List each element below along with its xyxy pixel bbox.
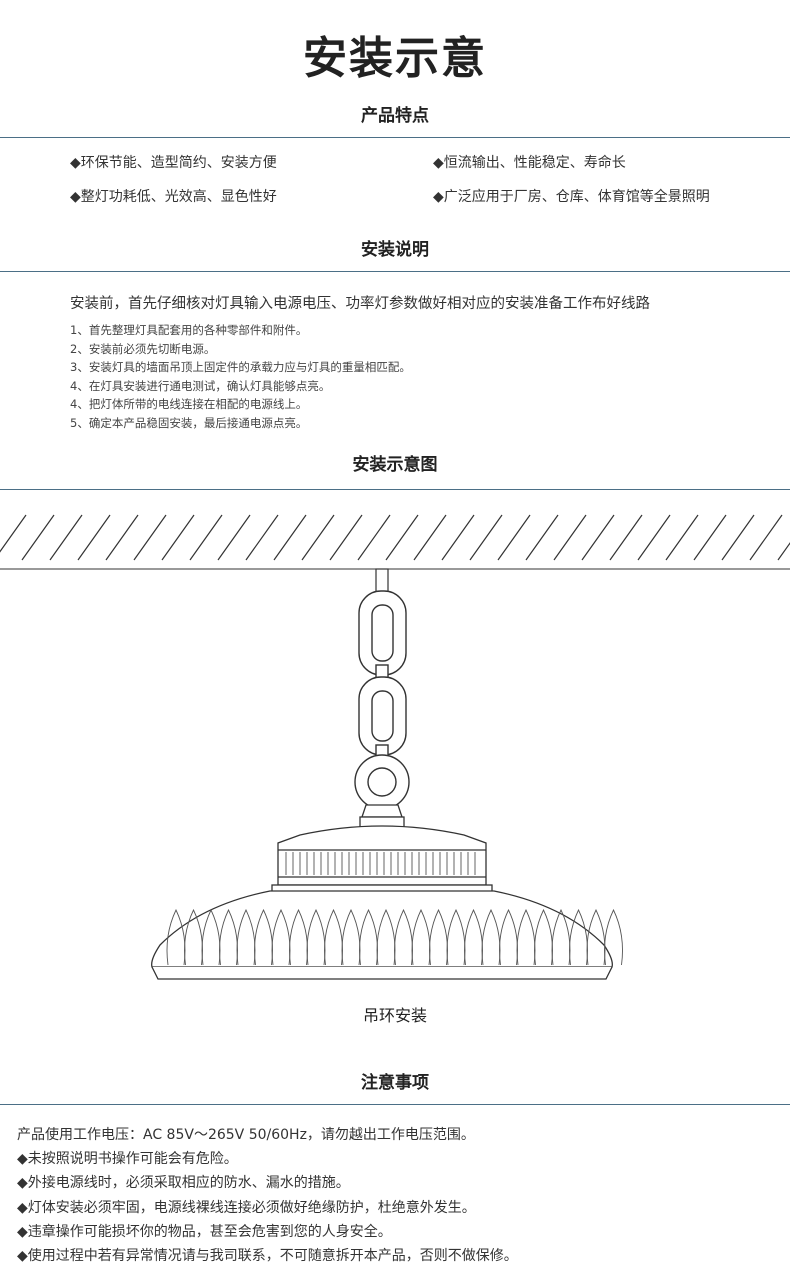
divider: [0, 271, 790, 272]
hatch-line: [413, 514, 447, 561]
instruction-step: 2、安装前必须先切断电源。: [70, 341, 216, 356]
feature-item: ◆恒流输出、性能稳定、寿命长: [433, 155, 626, 171]
hatch-line: [217, 514, 251, 561]
notes-list: 产品使用工作电压：AC 85V～265V 50/60Hz，请勿越出工作电压范围。…: [17, 1123, 518, 1268]
hatch-line: [189, 514, 223, 561]
instructions-intro: 安装前，首先仔细核对灯具输入电源电压、功率灯参数做好相对应的安装准备工作布好线路: [70, 296, 650, 312]
page-title: 安装示意: [303, 33, 487, 84]
hatch-line: [721, 514, 755, 561]
hatch-line: [77, 514, 111, 561]
instructions-heading: 安装说明: [361, 240, 429, 260]
note-item: ◆未按照说明书操作可能会有危险。: [17, 1151, 238, 1168]
chain: [354, 590, 410, 810]
hatch-line: [105, 514, 139, 561]
hatch-line: [329, 514, 363, 561]
hook-mount: [359, 804, 405, 828]
hatch-line: [665, 514, 699, 561]
hatch-line: [609, 514, 643, 561]
instruction-step: 1、首先整理灯具配套用的各种零部件和附件。: [70, 323, 308, 337]
hatch-line: [777, 542, 790, 561]
note-item: ◆灯体安装必须牢固，电源线裸线连接必须做好绝缘防护，杜绝意外发生。: [17, 1199, 476, 1216]
driver-housing: [271, 825, 493, 894]
hatch-line: [553, 514, 587, 561]
note-item: ◆外接电源线时，必须采取相应的防水、漏水的措施。: [17, 1175, 350, 1192]
hatch-line: [0, 514, 27, 553]
hatch-line: [749, 514, 783, 561]
hatch-line: [133, 514, 167, 561]
hatch-line: [441, 514, 475, 561]
hatch-line: [525, 514, 559, 561]
divider: [0, 137, 790, 138]
hatch-line: [273, 514, 307, 561]
hatch-line: [385, 514, 419, 561]
divider: [0, 489, 790, 490]
hatch-line: [693, 514, 727, 561]
hatch-line: [245, 514, 279, 561]
instruction-step: 4、在灯具安装进行通电测试，确认灯具能够点亮。: [70, 378, 331, 393]
instruction-step: 4、把灯体所带的电线连接在相配的电源线上。: [70, 397, 308, 412]
note-item: 产品使用工作电压：AC 85V～265V 50/60Hz，请勿越出工作电压范围。: [17, 1127, 475, 1143]
divider: [0, 1104, 790, 1105]
note-item: ◆使用过程中若有异常情况请与我司联系，不可随意拆开本产品，否则不做保修。: [17, 1248, 518, 1265]
feature-item: ◆整灯功耗低、光效高、显色性好: [70, 189, 277, 205]
diagram-caption: 吊环安装: [362, 1006, 427, 1025]
note-item: ◆违章操作可能损坏你的物品，甚至会危害到您的人身安全。: [17, 1223, 392, 1240]
notes-heading: 注意事项: [361, 1073, 429, 1093]
hatch-line: [21, 514, 55, 561]
hatch-line: [357, 514, 391, 561]
features-heading: 产品特点: [361, 106, 429, 126]
hatch-line: [637, 514, 671, 561]
instruction-step: 5、确定本产品稳固安装，最后接通电源点亮。: [70, 415, 308, 430]
lamp-body: [151, 890, 623, 980]
installation-diagram: [0, 514, 790, 980]
feature-item: ◆广泛应用于厂房、仓库、体育馆等全景照明: [433, 189, 710, 205]
hatch-line: [581, 514, 615, 561]
hatch-line: [161, 514, 195, 561]
hatch-line: [469, 514, 503, 561]
hatch-line: [497, 514, 531, 561]
instruction-steps-list: 1、首先整理灯具配套用的各种零部件和附件。 2、安装前必须先切断电源。 3、安装…: [70, 321, 411, 433]
feature-item: ◆环保节能、造型简约、安装方便: [70, 155, 277, 171]
diagram-heading: 安装示意图: [352, 455, 438, 475]
hatch-line: [49, 514, 83, 561]
instruction-step: 3、安装灯具的墙面吊顶上固定件的承载力应与灯具的重量相匹配。: [70, 360, 411, 375]
hatch-line: [301, 514, 335, 561]
lamp-fin: [604, 908, 623, 966]
ceiling-hatch: [0, 514, 790, 570]
